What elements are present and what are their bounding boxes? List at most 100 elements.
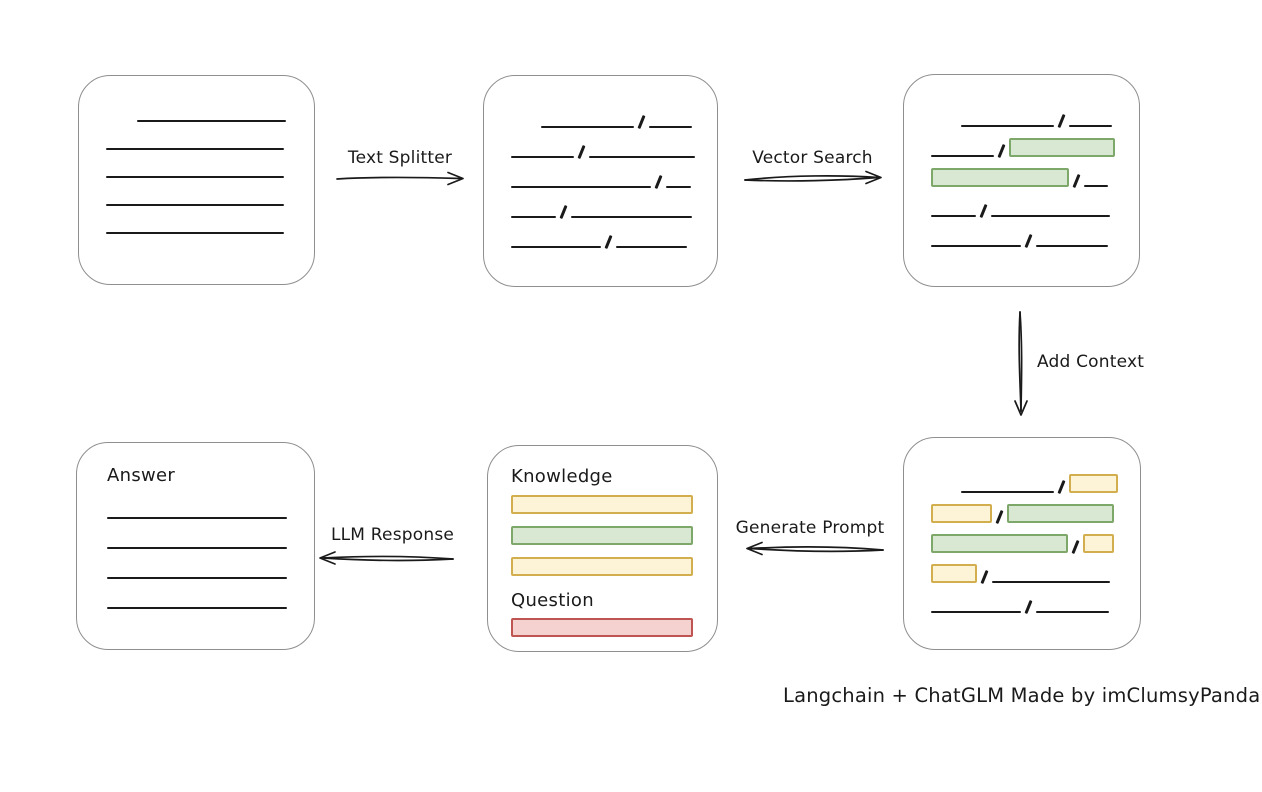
- chunk-line: [991, 215, 1110, 217]
- chunk-row: [931, 127, 1139, 159]
- slash-separator: [559, 204, 568, 220]
- red-bar: [511, 618, 693, 637]
- yellow-bar: [511, 557, 693, 576]
- slash-separator: [979, 203, 988, 219]
- chunk-row: [961, 97, 1139, 129]
- green-bar: [511, 526, 693, 545]
- slash-separator: [654, 174, 663, 190]
- chunk-row: [931, 187, 1139, 219]
- text-line: [107, 607, 287, 609]
- chunk-line: [666, 186, 691, 188]
- slash-separator: [995, 509, 1004, 525]
- text-line: [107, 577, 287, 579]
- chunk-row: [931, 157, 1139, 189]
- slash-separator: [604, 234, 613, 250]
- chunk-line: [511, 186, 651, 188]
- caption-text: Langchain + ChatGLM Made by imClumsyPand…: [783, 684, 1261, 707]
- chunk-row: [961, 463, 1140, 495]
- text-chunks-box: [483, 75, 718, 287]
- llm-response-label: LLM Response: [330, 525, 455, 545]
- chunk-line: [1036, 245, 1108, 247]
- chunk-line: [511, 246, 601, 248]
- chunk-row: [931, 553, 1140, 585]
- slash-separator: [577, 144, 586, 160]
- chunk-line: [571, 216, 692, 218]
- chunk-line: [616, 246, 687, 248]
- yellow-bar: [511, 495, 693, 514]
- yellow-highlight-chunk: [931, 564, 977, 583]
- chunk-line: [511, 156, 574, 158]
- text-line: [106, 148, 284, 150]
- chunk-row: [931, 583, 1140, 615]
- slash-separator: [637, 114, 646, 130]
- chunk-row: [511, 218, 717, 250]
- vector-search-results-box: [903, 74, 1140, 287]
- chunk-row: [511, 188, 717, 220]
- slash-separator: [980, 569, 989, 585]
- chunk-line: [589, 156, 695, 158]
- question-bars: [511, 618, 717, 637]
- knowledge-bars: [511, 495, 717, 576]
- chunk-line: [1036, 611, 1109, 613]
- green-highlight-chunk: [931, 534, 1068, 553]
- chunk-rows: [484, 76, 717, 250]
- text-line: [106, 176, 284, 178]
- yellow-highlight-chunk: [1069, 474, 1118, 493]
- chunk-row: [511, 128, 717, 160]
- source-document-box: [78, 75, 315, 285]
- slash-separator: [1071, 539, 1080, 555]
- green-highlight-chunk: [1009, 138, 1115, 157]
- yellow-highlight-chunk: [1083, 534, 1114, 553]
- slash-separator: [1057, 113, 1066, 129]
- chunk-row: [931, 493, 1140, 525]
- chunk-line: [961, 491, 1054, 493]
- context-chunks-box: [903, 437, 1141, 650]
- answer-title: Answer: [107, 465, 176, 486]
- context-rows: [904, 438, 1140, 615]
- vector-search-arrow-icon: [744, 170, 882, 185]
- slash-separator: [997, 143, 1006, 159]
- chunk-line: [931, 611, 1021, 613]
- text-line: [137, 120, 286, 122]
- chunk-row: [931, 523, 1140, 555]
- text-splitter-arrow-icon: [336, 171, 464, 186]
- text-line: [106, 204, 284, 206]
- llm-response-arrow-icon: [319, 551, 454, 565]
- text-splitter-label: Text Splitter: [347, 148, 453, 168]
- chunk-line: [931, 245, 1021, 247]
- answer-box: Answer: [76, 442, 315, 650]
- generate-prompt-arrow-icon: [746, 541, 884, 556]
- vector-search-label: Vector Search: [752, 148, 873, 168]
- chunk-line: [1069, 125, 1112, 127]
- green-highlight-chunk: [1007, 504, 1114, 523]
- slash-separator: [1024, 233, 1033, 249]
- chunk-row: [541, 98, 717, 130]
- slash-separator: [1072, 173, 1081, 189]
- document-text-lines: [79, 76, 314, 234]
- chunk-line: [961, 125, 1054, 127]
- answer-text-lines: [107, 517, 314, 609]
- chunk-row: [931, 217, 1139, 249]
- add-context-label: Add Context: [1037, 352, 1145, 372]
- text-line: [106, 232, 284, 234]
- text-line: [107, 547, 287, 549]
- prompt-box: Knowledge Question: [487, 445, 718, 652]
- green-highlight-chunk: [931, 168, 1069, 187]
- chunk-row: [511, 158, 717, 190]
- chunk-line: [992, 581, 1110, 583]
- slash-separator: [1024, 599, 1033, 615]
- chunk-line: [931, 155, 994, 157]
- add-context-arrow-icon: [1014, 311, 1028, 416]
- chunk-line: [649, 126, 692, 128]
- yellow-highlight-chunk: [931, 504, 992, 523]
- text-line: [107, 517, 287, 519]
- slash-separator: [1057, 479, 1066, 495]
- question-title: Question: [511, 590, 594, 611]
- search-result-rows: [904, 75, 1139, 249]
- chunk-line: [541, 126, 634, 128]
- chunk-line: [931, 215, 976, 217]
- chunk-line: [1084, 185, 1108, 187]
- knowledge-title: Knowledge: [511, 466, 613, 487]
- chunk-line: [511, 216, 556, 218]
